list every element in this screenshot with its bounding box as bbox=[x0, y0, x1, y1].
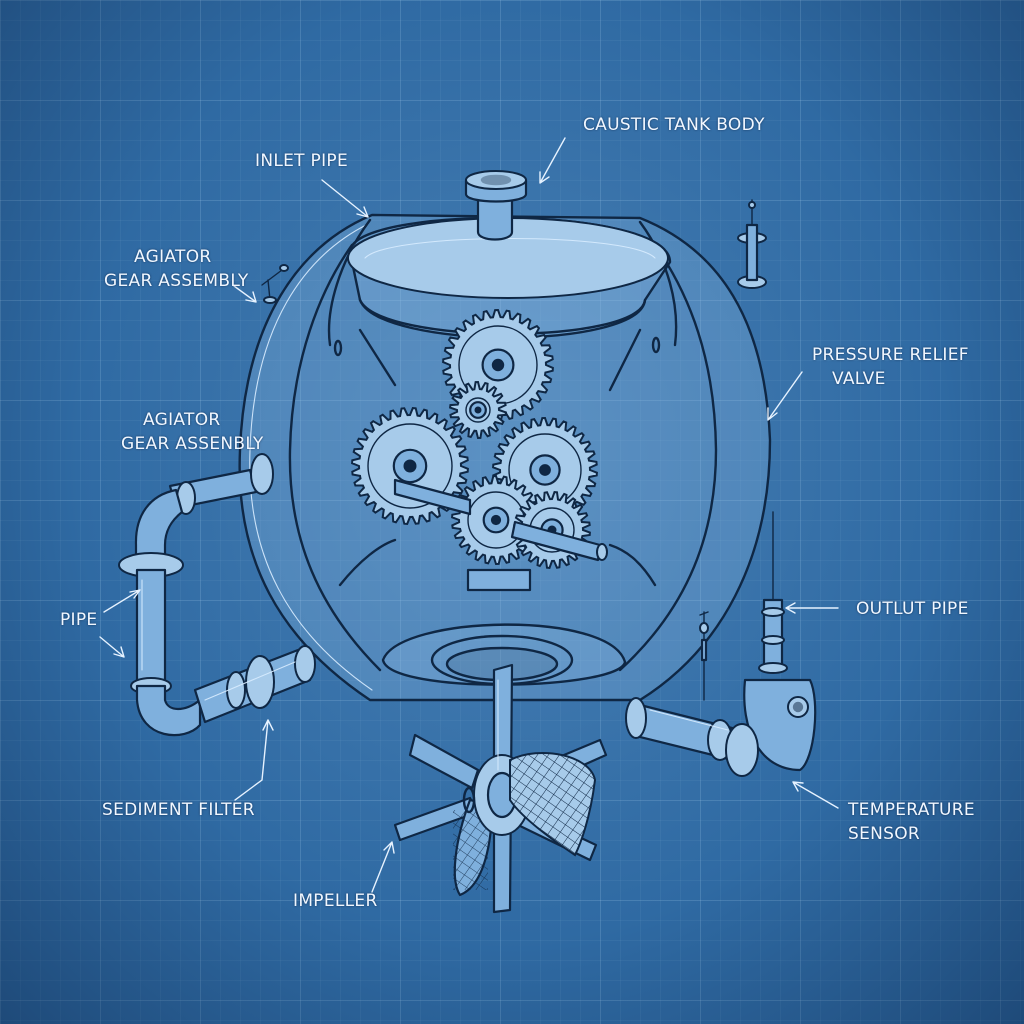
gear-left-rim bbox=[367, 423, 453, 509]
gear-top-bore bbox=[491, 358, 505, 372]
pressure-relief-line1: PRESSURE RELIEF bbox=[812, 345, 969, 365]
gear-shaft-front bbox=[510, 520, 602, 562]
agitator-gear-top-line1: AGIATOR bbox=[134, 247, 212, 267]
leader-lines bbox=[99, 137, 839, 893]
outlet-pipe-label: OUTLUT PIPE bbox=[856, 599, 969, 619]
pressure-relief-line2: VALVE bbox=[832, 369, 886, 389]
impeller bbox=[393, 663, 608, 914]
agitator-gear-assembly-label-top: AGIATOR GEAR ASSEMBLY bbox=[104, 245, 249, 293]
gear-small-top-bore bbox=[474, 406, 482, 414]
right-outlet-pipe bbox=[625, 511, 817, 777]
tank-bottom-outlet bbox=[381, 623, 627, 686]
temperature-sensor-line1: TEMPERATURE bbox=[848, 800, 975, 820]
agitator-gear-top-line2: GEAR ASSEMBLY bbox=[104, 271, 249, 291]
agitator-gear-assembly bbox=[351, 308, 608, 592]
impeller-label: IMPELLER bbox=[293, 891, 378, 911]
pressure-relief-valve-fitting bbox=[737, 199, 767, 289]
agitator-small-valve-icon bbox=[261, 264, 289, 304]
inlet-pipe-label: INLET PIPE bbox=[255, 151, 348, 171]
left-pipe-system bbox=[118, 453, 316, 737]
sediment-filter-label: SEDIMENT FILTER bbox=[102, 800, 255, 820]
gear-mount-base bbox=[466, 568, 532, 592]
agitator-gear-mid-line2: GEAR ASSENBLY bbox=[121, 434, 264, 454]
gear-small-top-rim bbox=[465, 397, 491, 423]
agitator-gear-mid-line1: AGIATOR bbox=[143, 410, 221, 430]
temperature-probe bbox=[699, 611, 709, 701]
caustic-tank-body-label: CAUSTIC TANK BODY bbox=[583, 115, 765, 135]
tank-inner-walls bbox=[333, 328, 661, 587]
pipe-label: PIPE bbox=[60, 610, 98, 630]
temperature-sensor-line2: SENSOR bbox=[848, 824, 921, 844]
gear-shaft-left bbox=[393, 478, 472, 516]
gear-right-bore bbox=[539, 464, 551, 476]
agitator-gear-assembly-label-mid: AGIATOR GEAR ASSENBLY bbox=[121, 408, 264, 456]
temperature-sensor-label: TEMPERATURE SENSOR bbox=[848, 798, 975, 846]
inlet-nozzle bbox=[464, 170, 528, 241]
gear-shaft-end bbox=[596, 543, 608, 561]
pressure-relief-valve-label: PRESSURE RELIEF VALVE bbox=[812, 343, 969, 391]
gear-left-bore bbox=[403, 459, 417, 473]
gear-center-bore bbox=[490, 514, 502, 526]
tank-top-lid bbox=[347, 216, 672, 339]
